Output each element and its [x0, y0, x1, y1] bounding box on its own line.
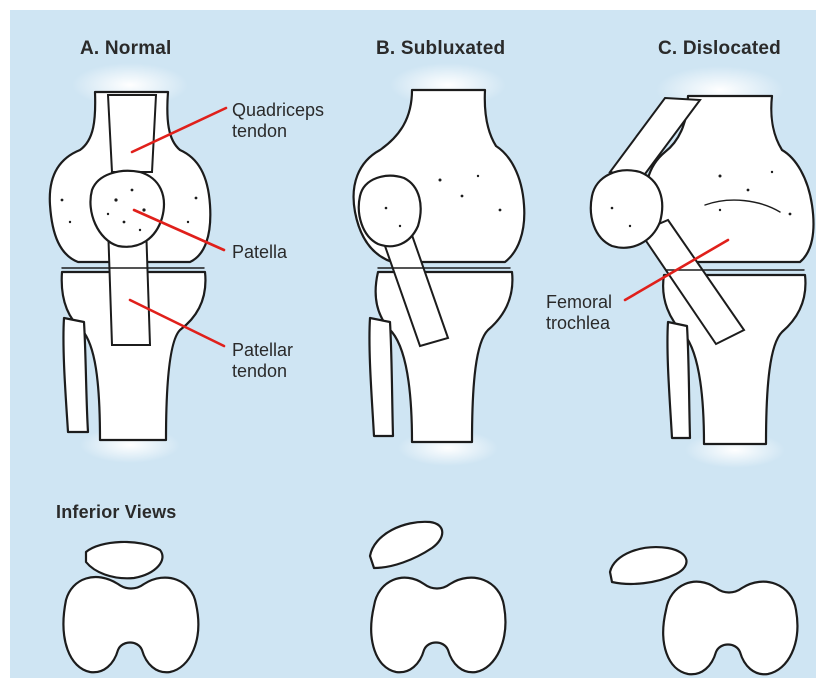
inferior-femur-subluxated: [371, 578, 505, 673]
inferior-patella-normal: [86, 542, 162, 578]
quadriceps-tendon: [108, 95, 156, 172]
inferior-views-heading: Inferior Views: [56, 502, 177, 523]
fibula-c: [667, 322, 690, 438]
title-dislocated: C. Dislocated: [658, 38, 781, 60]
title-subluxated: B. Subluxated: [376, 38, 505, 60]
inferior-normal: [63, 542, 198, 672]
label-femoral-trochlea: Femoral trochlea: [546, 292, 612, 334]
label-patellar-tendon: Patellar tendon: [232, 340, 293, 382]
dislocated-knee: [591, 66, 814, 468]
label-femoral-line1: Femoral: [546, 292, 612, 313]
fibula: [63, 318, 88, 432]
inferior-dislocated: [610, 547, 797, 674]
patella-b: [359, 176, 421, 247]
inferior-femur-normal: [63, 577, 198, 672]
inferior-patella-dislocated: [610, 547, 686, 584]
patella-c: [591, 170, 662, 247]
tibia-b: [376, 272, 513, 442]
label-quadriceps-line1: Quadriceps: [232, 100, 324, 121]
subluxated-knee: [354, 63, 525, 466]
label-femoral-line2: trochlea: [546, 313, 612, 334]
label-patellar-line1: Patellar: [232, 340, 293, 361]
label-patella: Patella: [232, 242, 287, 263]
inferior-femur-dislocated: [663, 582, 797, 675]
title-normal: A. Normal: [80, 38, 172, 60]
label-patellar-line2: tendon: [232, 361, 293, 382]
inferior-patella-subluxated: [370, 522, 442, 568]
patella: [90, 171, 163, 247]
inferior-subluxated: [370, 522, 505, 672]
fibula-b: [369, 318, 393, 436]
normal-knee: [50, 63, 211, 463]
label-quadriceps-line2: tendon: [232, 121, 324, 142]
label-quadriceps-tendon: Quadriceps tendon: [232, 100, 324, 142]
